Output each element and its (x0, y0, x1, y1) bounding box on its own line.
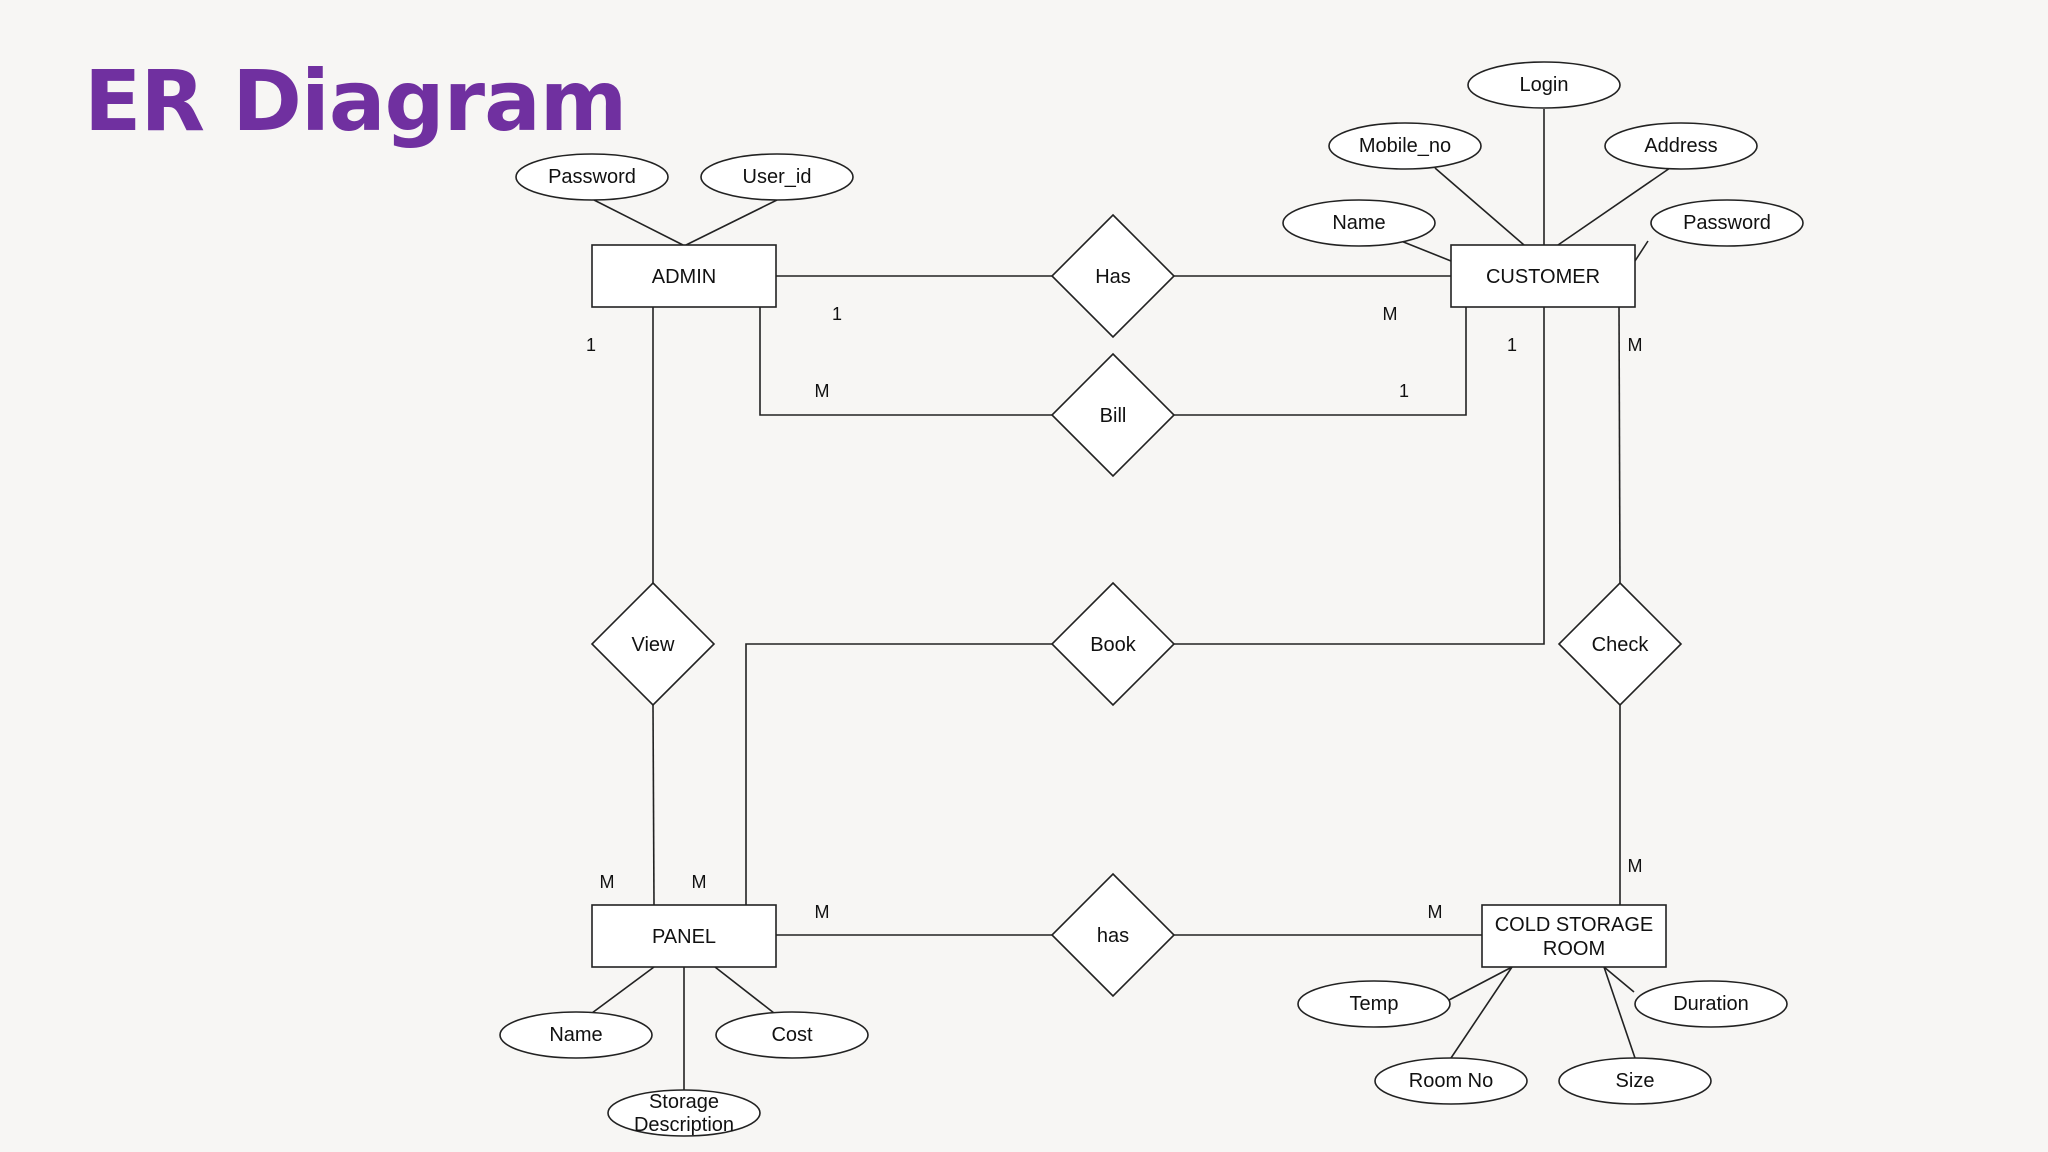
attribute-room-duration-label: Duration (1673, 993, 1749, 1015)
relationship-has-top[interactable]: Has (1050, 213, 1176, 339)
attribute-customer-password[interactable]: Password (1650, 199, 1804, 247)
cardinality-labels: 1 M 1 M 1 1 M M M M M M (586, 304, 1643, 922)
cardinality-admin-view: 1 (586, 335, 596, 355)
cardinality-room-check: M (1628, 856, 1643, 876)
relationship-view[interactable]: View (590, 581, 716, 707)
relationship-book-label: Book (1090, 634, 1137, 656)
attribute-customer-address-label: Address (1644, 135, 1717, 157)
attribute-room-temp-label: Temp (1350, 993, 1399, 1015)
entity-admin[interactable]: ADMIN (591, 244, 777, 308)
entity-customer[interactable]: CUSTOMER (1450, 244, 1636, 308)
edge-view-panel (652, 704, 655, 906)
edge-room-size (1603, 966, 1636, 1059)
cardinality-panel-book: M (692, 872, 707, 892)
relationship-has-top-label: Has (1095, 266, 1131, 288)
attribute-admin-userid-label: User_id (743, 166, 812, 188)
entity-admin-label: ADMIN (652, 266, 716, 288)
page-title: ER Diagram (84, 52, 627, 150)
entity-panel-label: PANEL (652, 926, 716, 948)
entity-room-label-line2: ROOM (1543, 938, 1605, 960)
attribute-customer-name-label: Name (1332, 212, 1385, 234)
cardinality-customer-has: M (1383, 304, 1398, 324)
edge-room-roomno (1450, 966, 1513, 1059)
edge-admin-userid (685, 199, 778, 246)
relationship-bill-label: Bill (1100, 405, 1127, 427)
attribute-panel-storage-label-line2: Description (634, 1114, 734, 1136)
attribute-admin-password[interactable]: Password (515, 153, 669, 201)
cardinality-customer-book: 1 (1507, 335, 1517, 355)
attribute-room-roomno-label: Room No (1409, 1070, 1493, 1092)
attribute-customer-mobileno[interactable]: Mobile_no (1328, 122, 1482, 170)
edge-room-duration (1603, 966, 1635, 993)
cardinality-customer-check: M (1628, 335, 1643, 355)
edge-customer-address (1557, 167, 1671, 246)
attribute-room-size-label: Size (1616, 1070, 1655, 1092)
attribute-admin-password-label: Password (548, 166, 636, 188)
attribute-room-roomno[interactable]: Room No (1374, 1057, 1528, 1105)
attribute-panel-name-label: Name (549, 1024, 602, 1046)
edge-customer-mobileno (1434, 167, 1525, 246)
attribute-customer-login[interactable]: Login (1467, 61, 1621, 109)
attribute-panel-cost-label: Cost (771, 1024, 813, 1046)
attribute-room-duration[interactable]: Duration (1634, 980, 1788, 1028)
attribute-admin-userid[interactable]: User_id (700, 153, 854, 201)
connectors (591, 109, 1671, 1090)
entity-panel[interactable]: PANEL (591, 904, 777, 968)
relationship-check[interactable]: Check (1557, 581, 1683, 707)
attribute-customer-login-label: Login (1520, 74, 1569, 96)
cardinality-panel-view: M (600, 872, 615, 892)
edge-customer-book (1174, 307, 1545, 645)
attribute-panel-storage-description[interactable]: Storage Description (607, 1089, 761, 1137)
edge-panel-cost (714, 966, 775, 1014)
cardinality-admin-bill: M (815, 381, 830, 401)
cardinality-panel-has: M (815, 902, 830, 922)
relationship-has-bottom[interactable]: has (1050, 872, 1176, 998)
attribute-room-size[interactable]: Size (1558, 1057, 1712, 1105)
attribute-room-temp[interactable]: Temp (1297, 980, 1451, 1028)
entity-room-label-line1: COLD STORAGE (1495, 914, 1654, 936)
attribute-customer-password-label: Password (1683, 212, 1771, 234)
cardinality-customer-bill: 1 (1399, 381, 1409, 401)
attribute-panel-name[interactable]: Name (499, 1011, 653, 1059)
relationship-check-label: Check (1592, 634, 1650, 656)
edge-book-panel (745, 643, 1052, 905)
relationship-bill[interactable]: Bill (1050, 352, 1176, 478)
edge-customer-password (1634, 240, 1649, 262)
edge-customer-name (1400, 240, 1452, 262)
relationship-has-bottom-label: has (1097, 925, 1129, 947)
edge-admin-password (593, 199, 684, 246)
edge-bill-customer (1174, 307, 1467, 416)
cardinality-room-has: M (1428, 902, 1443, 922)
attribute-customer-mobileno-label: Mobile_no (1359, 135, 1451, 157)
edge-room-temp (1448, 966, 1513, 1001)
edge-panel-name (591, 966, 655, 1014)
entity-customer-label: CUSTOMER (1486, 266, 1600, 288)
attribute-customer-name[interactable]: Name (1282, 199, 1436, 247)
entity-cold-storage-room[interactable]: COLD STORAGE ROOM (1481, 904, 1667, 968)
attribute-panel-storage-label-line1: Storage (649, 1091, 719, 1113)
relationship-view-label: View (632, 634, 676, 656)
attribute-panel-cost[interactable]: Cost (715, 1011, 869, 1059)
attribute-customer-address[interactable]: Address (1604, 122, 1758, 170)
relationship-book[interactable]: Book (1050, 581, 1176, 707)
edge-admin-bill (759, 307, 1052, 416)
cardinality-admin-has: 1 (832, 304, 842, 324)
edge-customer-check (1618, 306, 1621, 584)
